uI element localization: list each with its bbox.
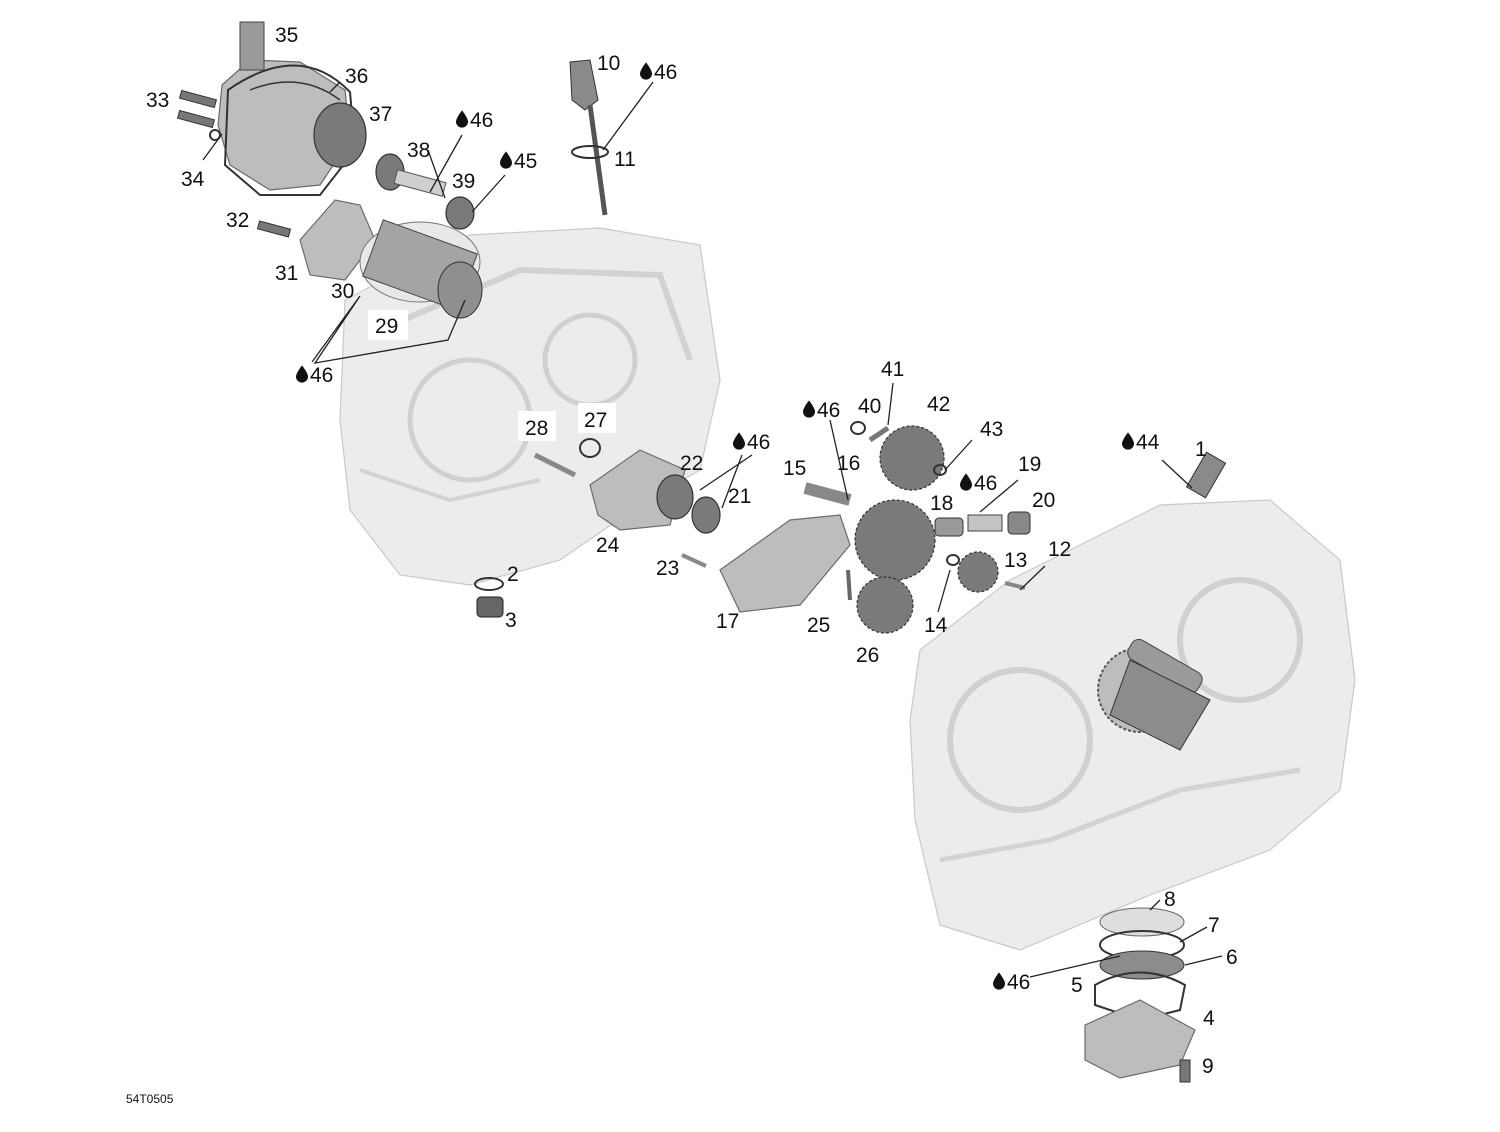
label-31: 31 <box>275 262 298 285</box>
right-crankcase <box>909 499 1356 951</box>
lubricant-label-46: 46 <box>817 399 840 422</box>
pump-housing <box>681 514 851 613</box>
label-30: 30 <box>331 280 354 303</box>
label-43: 43 <box>980 418 1003 441</box>
relief-valve <box>934 511 1031 537</box>
label-8: 8 <box>1164 888 1176 911</box>
oil-drop-icon <box>993 972 1005 990</box>
label-29: 29 <box>375 315 398 338</box>
label-40: 40 <box>858 395 881 418</box>
oil-drop-icon <box>456 110 468 128</box>
lubricant-labels: 46 46 45 46 46 46 46 44 46 <box>310 61 1160 994</box>
label-26: 26 <box>856 644 879 667</box>
label-37: 37 <box>369 103 392 126</box>
label-15: 15 <box>783 457 806 480</box>
label-16: 16 <box>837 452 860 475</box>
label-24: 24 <box>596 534 620 557</box>
label-35: 35 <box>275 24 298 47</box>
label-25: 25 <box>807 614 830 637</box>
label-22: 22 <box>680 452 703 475</box>
label-3: 3 <box>505 609 517 632</box>
oil-drop-icon <box>500 151 512 169</box>
figure-reference: 54T0505 <box>126 1092 174 1106</box>
label-18: 18 <box>930 492 953 515</box>
oil-drop-icon <box>960 473 972 491</box>
leader-lines <box>202 81 1223 978</box>
label-7: 7 <box>1208 914 1220 937</box>
water-pump-cover <box>217 21 367 196</box>
label-5: 5 <box>1071 974 1083 997</box>
label-17: 17 <box>716 610 739 633</box>
lubricant-label-46: 46 <box>470 109 493 132</box>
label-42: 42 <box>927 393 950 416</box>
label-10: 10 <box>597 52 620 75</box>
oil-drop-icon <box>733 432 745 450</box>
label-4: 4 <box>1203 1007 1215 1030</box>
drain-plug <box>474 577 504 618</box>
oil-drop-icon <box>296 365 308 383</box>
oil-pump-group <box>533 438 721 534</box>
label-33: 33 <box>146 89 169 112</box>
bolts-left <box>176 89 292 238</box>
lubricant-label-46: 46 <box>1007 971 1030 994</box>
label-27: 27 <box>584 409 607 432</box>
label-14: 14 <box>924 614 948 637</box>
label-19: 19 <box>1018 453 1041 476</box>
label-6: 6 <box>1226 946 1238 969</box>
dipstick <box>569 59 609 216</box>
label-36: 36 <box>345 65 368 88</box>
lubricant-label-46: 46 <box>747 431 770 454</box>
label-9: 9 <box>1202 1055 1214 1078</box>
oil-filter <box>299 199 483 319</box>
label-13: 13 <box>1004 549 1027 572</box>
label-11: 11 <box>614 148 636 171</box>
bottom-cover-stack <box>1084 907 1196 1083</box>
label-34: 34 <box>181 168 205 191</box>
lubricant-label-46: 46 <box>310 364 333 387</box>
oil-drop-icon <box>803 400 815 418</box>
lubricant-label-46: 46 <box>974 472 997 495</box>
lubricant-label-45: 45 <box>514 150 537 173</box>
label-1: 1 <box>1195 438 1207 461</box>
oil-drop-icon <box>1122 432 1134 450</box>
label-21: 21 <box>728 485 751 508</box>
lubricant-label-44: 44 <box>1136 431 1160 454</box>
label-41: 41 <box>881 358 904 381</box>
label-32: 32 <box>226 209 249 232</box>
label-2: 2 <box>507 563 519 586</box>
pump-shaft <box>375 153 475 230</box>
oil-drop-icon <box>640 62 652 80</box>
gear-train <box>803 421 1026 634</box>
label-39: 39 <box>452 170 475 193</box>
part-labels: 1 2 3 4 5 6 7 8 9 10 11 12 13 14 15 16 1… <box>146 20 1238 1078</box>
label-20: 20 <box>1032 489 1055 512</box>
label-28: 28 <box>525 417 548 440</box>
label-12: 12 <box>1048 538 1071 561</box>
oil-pressure-sensor <box>1185 451 1227 499</box>
label-38: 38 <box>407 139 430 162</box>
label-23: 23 <box>656 557 679 580</box>
lubricant-label-46: 46 <box>654 61 677 84</box>
